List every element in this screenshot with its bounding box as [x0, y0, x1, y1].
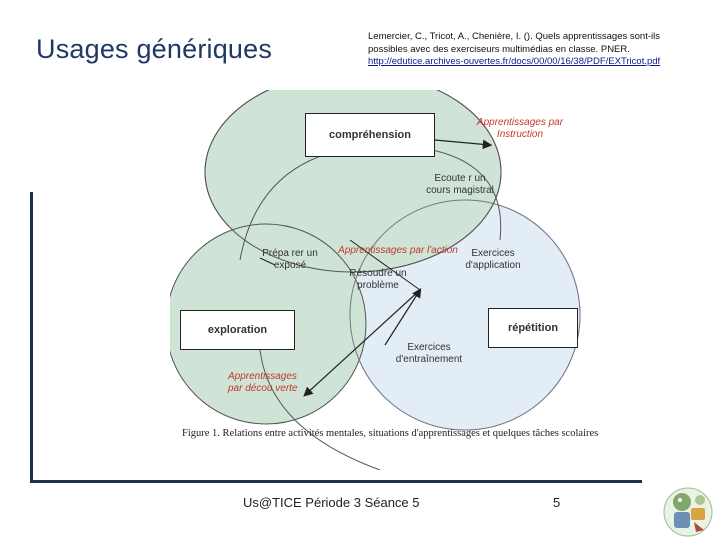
action-label: Apprentissages par l'action [333, 245, 463, 257]
preparer-line2: exposé [255, 260, 325, 272]
instruction-label-line2: Instruction [470, 129, 570, 141]
frame-horizontal-line [30, 480, 642, 483]
instruction-label: Apprentissages par Instruction [470, 117, 570, 141]
reference-text: Lemercier, C., Tricot, A., Chenière, I. … [368, 31, 660, 55]
ecouter-line2: cours magistral [420, 185, 500, 197]
exercices-entrainement-line1: Exercices [388, 342, 470, 354]
footer-text: Us@TICE Période 3 Séance 5 [243, 495, 420, 510]
resoudre-line1: Résoudre un [342, 268, 414, 280]
reference-citation: Lemercier, C., Tricot, A., Chenière, I. … [368, 31, 680, 69]
resoudre-label: Résoudre un problème [342, 268, 414, 292]
repetition-box: répétition [488, 308, 578, 348]
exercices-application-line1: Exercices [458, 248, 528, 260]
exercices-application-line2: d'application [458, 260, 528, 272]
exploration-box: exploration [180, 310, 295, 350]
preparer-label: Prépa rer un exposé [255, 248, 325, 272]
exercices-entrainement-label: Exercices d'entraînement [388, 342, 470, 366]
frame-vertical-line [30, 192, 33, 482]
exercices-application-label: Exercices d'application [458, 248, 528, 272]
decouverte-line1: Apprentissages [228, 371, 308, 383]
instruction-label-line1: Apprentissages par [470, 117, 570, 129]
decouverte-line2: par décou verte [228, 383, 308, 395]
venn-diagram: compréhension exploration répétition App… [170, 90, 640, 470]
figure-caption: Figure 1. Relations entre activités ment… [182, 427, 620, 440]
mascot-logo-icon [660, 482, 716, 538]
decouverte-label: Apprentissages par décou verte [228, 371, 308, 395]
exercices-entrainement-line2: d'entraînement [388, 354, 470, 366]
slide-title: Usages génériques [36, 34, 272, 65]
preparer-line1: Prépa rer un [255, 248, 325, 260]
comprehension-box: compréhension [305, 113, 435, 157]
ecouter-label: Ecoute r un cours magistral [420, 173, 500, 197]
page-number: 5 [553, 495, 560, 510]
resoudre-line2: problème [342, 280, 414, 292]
reference-link[interactable]: http://edutice.archives-ouvertes.fr/docs… [368, 56, 660, 67]
ecouter-line1: Ecoute r un [420, 173, 500, 185]
